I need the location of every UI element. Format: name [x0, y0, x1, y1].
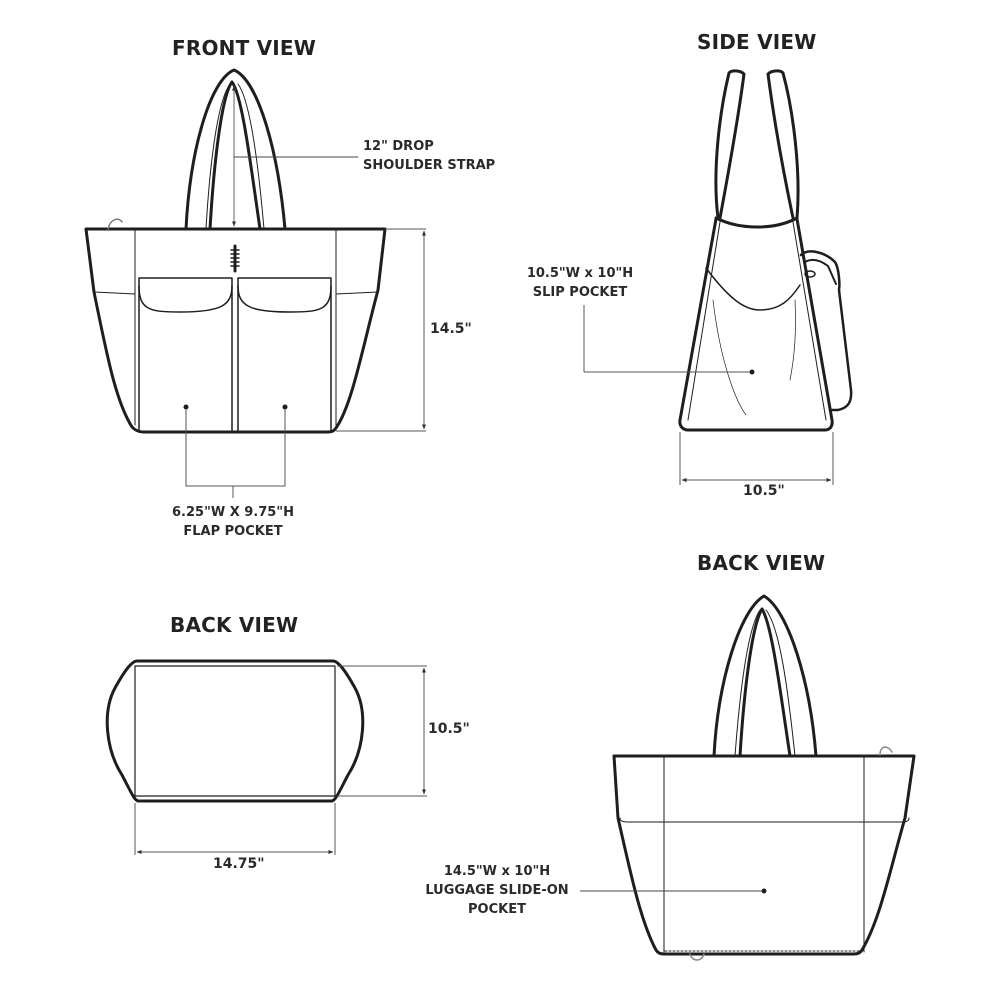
flap-pocket-callout-leader: [185, 409, 286, 498]
bottom-height-dimension: [337, 665, 427, 797]
side-body-outline: [678, 217, 834, 432]
strap-callout-label: 12" DROP SHOULDER STRAP: [363, 137, 495, 175]
luggage-pocket-line-3: POCKET: [468, 902, 526, 917]
front-view-drawing: [84, 68, 387, 434]
front-height-dimension: [336, 228, 426, 432]
strap-callout-line-1: 12" DROP: [363, 139, 434, 154]
slip-pocket-outline: [705, 267, 801, 311]
side-view-drawing: [678, 69, 853, 432]
front-handle-inner: [208, 80, 262, 231]
side-width-dimension-label: 10.5": [743, 483, 785, 499]
flap-left: [138, 285, 233, 313]
flap-pocket-callout-label: 6.25"W X 9.75"H FLAP POCKET: [163, 503, 303, 541]
luggage-pocket-top-edge: [619, 817, 910, 823]
front-handle-outer: [184, 68, 287, 231]
side-width-dimension: [679, 432, 834, 485]
back-handle-outer: [712, 594, 818, 758]
slip-pocket-callout-label: 10.5"W x 10"H SLIP POCKET: [510, 264, 650, 302]
bottom-width-dimension: [134, 803, 336, 855]
back-body-outline: [612, 754, 916, 956]
front-body-outline: [84, 227, 387, 434]
luggage-pocket-line-2: LUGGAGE SLIDE-ON: [425, 883, 569, 898]
side-exterior-pocket: [799, 250, 853, 412]
bottom-view-title: BACK VIEW: [170, 613, 299, 637]
luggage-pocket-callout-label: 14.5"W x 10"H LUGGAGE SLIDE-ON POCKET: [412, 862, 582, 919]
bottom-base-panel: [134, 665, 336, 797]
front-height-dimension-label: 14.5": [430, 321, 472, 337]
back-handle-inner: [738, 607, 792, 758]
flap-pocket-line-2: FLAP POCKET: [183, 524, 283, 539]
zipper-pull-icon: [230, 244, 240, 273]
back-clip-loop-bottom: [689, 953, 705, 961]
bottom-outline: [105, 659, 365, 803]
flap-right: [237, 285, 332, 313]
side-handle-left: [714, 69, 746, 220]
front-view-title: FRONT VIEW: [172, 36, 317, 60]
back-view-title: BACK VIEW: [697, 551, 826, 575]
front-clip-loop: [107, 218, 123, 230]
strap-callout-line-2: SHOULDER STRAP: [363, 158, 496, 173]
luggage-pocket-line-1: 14.5"W x 10"H: [443, 864, 551, 879]
slip-pocket-line-1: 10.5"W x 10"H: [526, 266, 634, 281]
bottom-width-dimension-label: 14.75": [213, 856, 265, 872]
flap-pocket-right: [237, 277, 332, 433]
side-handle-right: [766, 69, 800, 220]
back-view-drawing: [612, 594, 916, 961]
bottom-view-drawing: [105, 659, 365, 803]
slip-pocket-line-2: SLIP POCKET: [532, 285, 628, 300]
side-view-title: SIDE VIEW: [697, 30, 817, 54]
flap-pocket-line-1: 6.25"W X 9.75"H: [172, 505, 294, 520]
bottom-height-dimension-label: 10.5": [428, 721, 470, 737]
flap-pocket-left: [138, 277, 233, 433]
back-clip-loop-top: [879, 746, 893, 756]
